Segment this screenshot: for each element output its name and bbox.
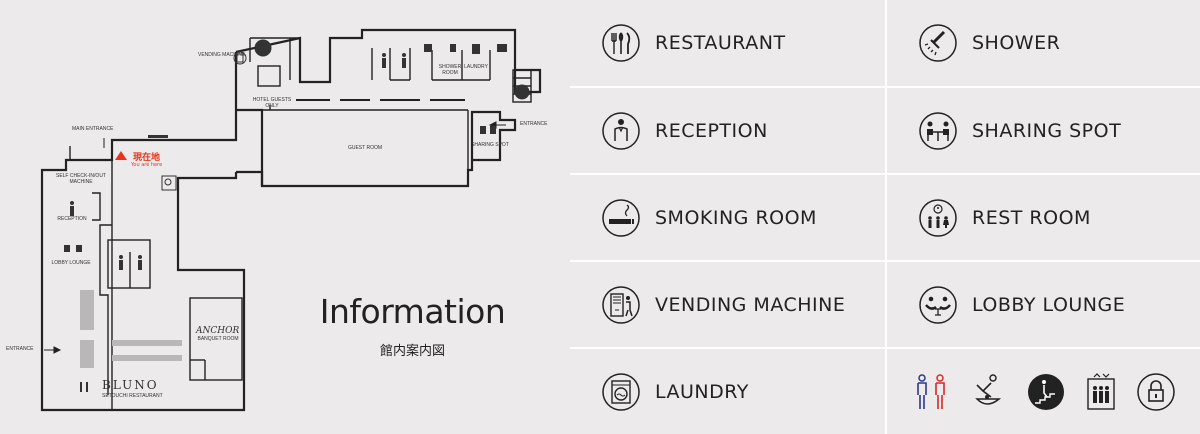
smoking-room-icon: [602, 198, 640, 237]
map-label-entrance-right: ENTRANCE: [520, 121, 548, 127]
page-subtitle: 館内案内図: [379, 344, 445, 359]
map-label-lobby-lounge: LOBBY LOUNGE: [51, 260, 91, 266]
map-label-guest-room: GUEST ROOM: [347, 145, 383, 151]
baby-care-icon: [975, 374, 1002, 405]
legend-misc-icons: [887, 349, 1200, 434]
shower-icon: [919, 24, 957, 62]
legend-label: SMOKING ROOM: [655, 206, 817, 229]
map-label-setouchi-restaurant: SETOUCHI RESTAURANT: [102, 393, 163, 399]
map-label-hotel-guests-only: HOTEL GUESTS ONLY: [252, 97, 292, 109]
vending-machine-icon: [602, 285, 640, 324]
legend-item-lobby-lounge: LOBBY LOUNGE: [887, 262, 1200, 347]
legend-label: RESTAURANT: [655, 32, 786, 54]
elevator-icon: [1087, 373, 1115, 410]
legend-label: REST ROOM: [972, 206, 1091, 229]
legend-item-vending-machine: VENDING MACHINE: [570, 262, 885, 347]
map-label-sharing-spot: SHARING SPOT: [471, 142, 509, 148]
sharing-spot-icon: [919, 111, 957, 150]
legend-label: RECEPTION: [655, 119, 768, 142]
lobby-lounge-icon: [919, 285, 957, 324]
map-label-reception: RECEPTION: [57, 216, 87, 222]
map-label-vending-machine: VENDING MACHINE: [198, 52, 246, 58]
legend-item-laundry: LAUNDRY: [570, 349, 885, 434]
misc-icon-row: [913, 373, 1175, 411]
map-label-main-entrance: MAIN ENTRANCE: [72, 126, 114, 132]
map-label-anchor: ANCHOR: [196, 326, 240, 336]
locker-icon: [1137, 373, 1175, 411]
legend-item-rest-room: REST ROOM: [887, 175, 1200, 260]
floor-plan-drawing: [40, 28, 542, 412]
legend-label: LOBBY LOUNGE: [972, 293, 1126, 316]
laundry-icon: [602, 372, 640, 411]
current-location-label-en: You are here: [131, 162, 163, 168]
stairs-icon: [1028, 374, 1064, 410]
legend-label: LAUNDRY: [655, 380, 749, 403]
legend-label: VENDING MACHINE: [655, 293, 846, 316]
map-label-self-checkin: SELF CHECK-IN/OUT MACHINE: [55, 173, 106, 185]
current-location-marker: [115, 151, 127, 160]
floor-map: VENDING MACHINE HOTEL GUESTS ONLY SHOWER…: [0, 0, 570, 434]
map-label-shower-room: SHOWER ROOM: [438, 64, 462, 76]
map-label-laundry: LAUNDRY: [464, 64, 488, 70]
legend-item-shower: SHOWER: [887, 0, 1200, 86]
restaurant-icon: [602, 24, 640, 62]
legend-item-reception: RECEPTION: [570, 88, 885, 173]
rest-room-icon: [919, 198, 957, 237]
legend-panel: RESTAURANT SHOWER RECEPTION SHARING SPOT: [570, 0, 1200, 434]
current-location-label: 現在地: [133, 153, 161, 163]
legend-label: SHARING SPOT: [972, 119, 1122, 142]
reception-icon: [602, 111, 640, 150]
legend-item-smoking-room: SMOKING ROOM: [570, 175, 885, 260]
map-label-banquet-room: BANQUET ROOM: [197, 336, 239, 342]
map-label-bluno: BLUNO: [102, 378, 159, 392]
legend-item-sharing-spot: SHARING SPOT: [887, 88, 1200, 173]
legend-item-restaurant: RESTAURANT: [570, 0, 885, 86]
legend-label: SHOWER: [972, 32, 1061, 54]
restroom-gender-icon: [917, 374, 945, 409]
map-label-entrance-left: ENTRANCE: [6, 346, 34, 352]
page-title: Information: [319, 292, 506, 331]
